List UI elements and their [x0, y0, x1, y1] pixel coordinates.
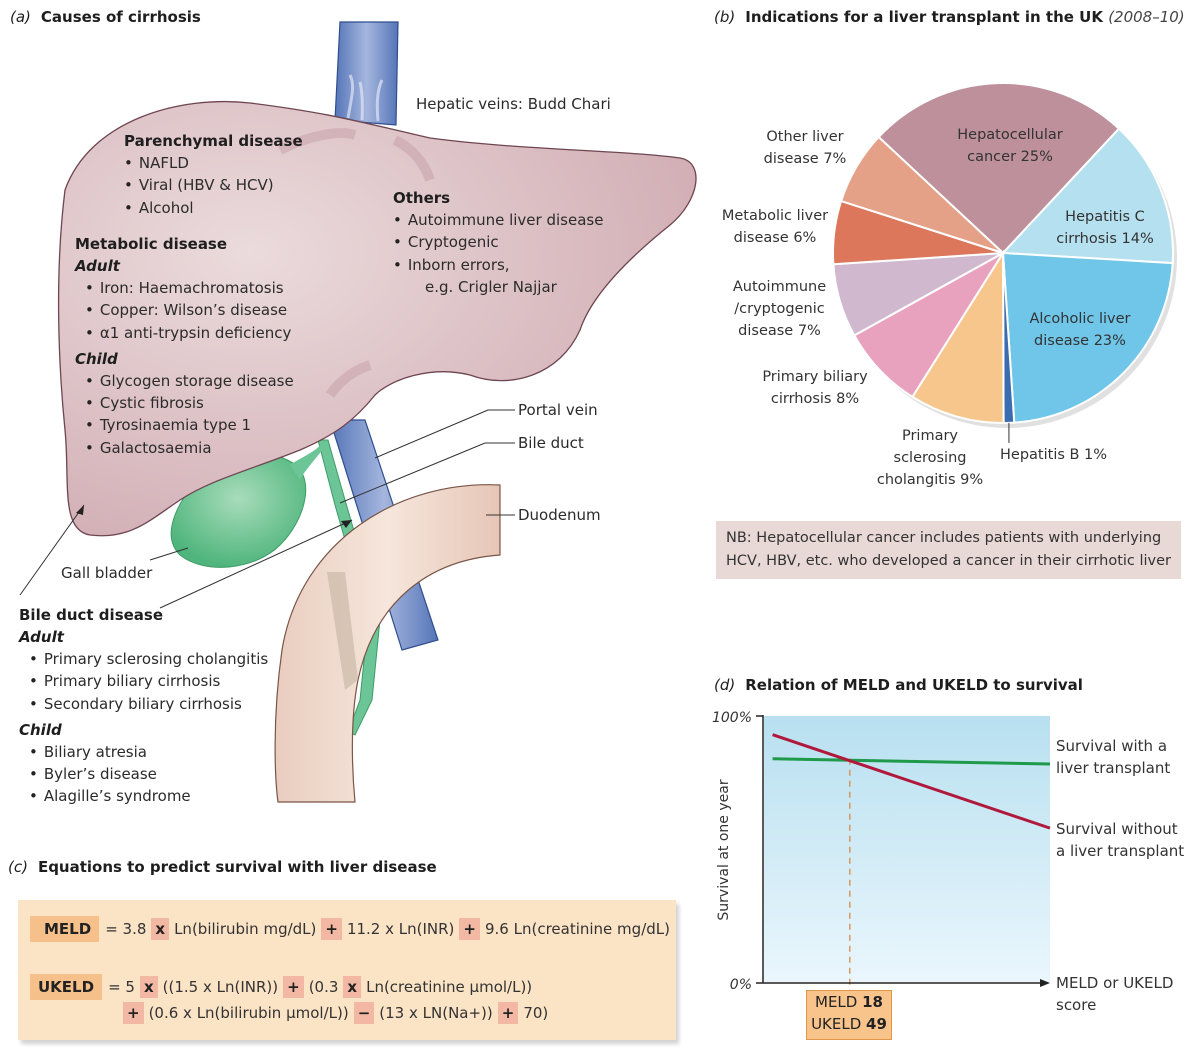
gall-bladder-leader	[149, 547, 189, 561]
ukeld-score-value: 49	[866, 1015, 887, 1033]
cause-item: Copper: Wilson’s disease	[85, 299, 294, 321]
ukeld-equation-line2: + (0.6 x Ln(bilirubin µmol/L)) − (13 x L…	[118, 1002, 548, 1024]
indications-pie-chart	[832, 82, 1177, 443]
operator: +	[283, 976, 304, 998]
cause-item: Cryptogenic	[393, 231, 603, 253]
adult-subheading: Adult	[75, 257, 120, 275]
bile-duct-heading: Bile duct disease	[19, 606, 164, 624]
parenchymal-heading: Parenchymal disease	[124, 132, 303, 150]
cause-item: Primary biliary cirrhosis	[29, 670, 268, 692]
y-tick-label-0: 0%	[730, 977, 752, 993]
survival-line-chart: 100% 0% Survival at one year	[712, 710, 1051, 993]
ukeld-equation-line1: UKELD = 5 x ((1.5 x Ln(INR)) + (0.3 x Ln…	[30, 974, 532, 1000]
operator: +	[459, 918, 480, 940]
child-subheading: Child	[75, 349, 118, 368]
meld-score-value: 18	[862, 993, 883, 1011]
x-axis-arrow-icon	[1040, 979, 1050, 987]
metabolic-heading: Metabolic disease	[75, 235, 228, 253]
y-axis-label: Survival at one year	[716, 779, 732, 920]
cause-item: Cystic fibrosis	[85, 392, 294, 414]
equations-box: MELD = 3.8 x Ln(bilirubin mg/dL) + 11.2 …	[18, 900, 676, 1040]
pie-slice-primary-sclerosing-cholangitis	[911, 249, 1005, 424]
plot-area	[764, 716, 1050, 982]
operator: +	[497, 1002, 519, 1024]
portal-vein-label: Portal vein	[518, 401, 598, 419]
cause-item: Glycogen storage disease	[85, 370, 294, 392]
line-with-transplant	[772, 757, 1051, 766]
adult-subheading: Adult	[19, 628, 64, 646]
cause-item: Alagille’s syndrome	[29, 785, 268, 807]
cause-item: Primary sclerosing cholangitis	[29, 648, 268, 670]
pie-slice-hepatitis-c-cirrhosis	[1000, 127, 1174, 265]
hepatic-vein	[334, 21, 399, 126]
operator: x	[343, 976, 362, 998]
metabolic-disease-section: Metabolic disease Adult Iron: Haemachrom…	[75, 233, 294, 459]
pie-slice-alcoholic-liver-disease	[1001, 251, 1174, 424]
series-label-with-transplant: Survival with a liver transplant	[1056, 737, 1171, 777]
operator: +	[123, 1002, 144, 1024]
gall-bladder-label: Gall bladder	[61, 564, 153, 582]
pie-slice-hepatocellular-cancer	[877, 82, 1121, 255]
meld-equation: MELD = 3.8 x Ln(bilirubin mg/dL) + 11.2 …	[30, 916, 670, 942]
cause-item: α1 anti-trypsin deficiency	[85, 322, 294, 344]
others-section: Others Autoimmune liver disease Cryptoge…	[393, 187, 603, 298]
y-tick-label-100: 100%	[712, 710, 752, 726]
cause-item: Inborn errors,	[393, 254, 603, 276]
cause-item: Viral (HBV & HCV)	[124, 174, 303, 196]
bile-duct-label: Bile duct	[518, 434, 584, 452]
operator: x	[151, 918, 170, 940]
operator: −	[353, 1002, 375, 1024]
child-subheading: Child	[19, 720, 62, 739]
panel-d-title: (d)Relation of MELD and UKELD to surviva…	[714, 676, 1083, 694]
cause-item: Tyrosinaemia type 1	[85, 414, 294, 436]
series-label-without-transplant: Survival without a liver transplant	[1056, 820, 1185, 860]
x-axis-label: MELD or UKELD score	[1056, 974, 1174, 1014]
cause-item: Iron: Haemachromatosis	[85, 277, 294, 299]
hcc-note-box: NB: Hepatocellular cancer includes patie…	[716, 521, 1182, 579]
cause-item: Autoimmune liver disease	[393, 209, 604, 231]
operator: +	[321, 918, 342, 940]
cause-item: Secondary biliary cirrhosis	[29, 693, 268, 715]
cause-item: NAFLD	[124, 152, 303, 174]
liver-pointer-line	[19, 504, 85, 596]
others-heading: Others	[393, 189, 451, 207]
panel-a-title: (a)Causes of cirrhosis	[10, 8, 201, 26]
hepatic-veins-label: Hepatic veins: Budd Chari	[416, 95, 611, 113]
meld-label: MELD	[30, 916, 100, 942]
pie-label-hepatitis-b: Hepatitis B 1%	[1000, 447, 1108, 463]
crossover-score-box: MELD 18 UKELD 49	[806, 990, 892, 1040]
cause-item: Byler’s disease	[29, 763, 268, 785]
panel-b-title: (b)Indications for a liver transplant in…	[714, 8, 1185, 26]
line-without-transplant	[772, 733, 1051, 830]
bile-duct-pointer-line	[159, 519, 353, 609]
bile-duct-disease-section: Bile duct disease Adult Primary sclerosi…	[19, 604, 268, 808]
cause-item: Biliary atresia	[29, 741, 268, 763]
duodenum	[274, 484, 501, 803]
operator: x	[139, 976, 158, 998]
panel-c-title: (c)Equations to predict survival with li…	[8, 858, 437, 876]
cause-item-continuation: e.g. Crigler Najjar	[425, 277, 557, 296]
pie-slice-other-liver-disease	[839, 135, 1004, 254]
parenchymal-disease-section: Parenchymal disease NAFLD Viral (HBV & H…	[124, 130, 303, 219]
cause-item: Galactosaemia	[85, 437, 294, 459]
duodenum-label: Duodenum	[518, 506, 601, 524]
cause-item: Alcohol	[124, 197, 303, 219]
ukeld-label: UKELD	[30, 974, 103, 1000]
